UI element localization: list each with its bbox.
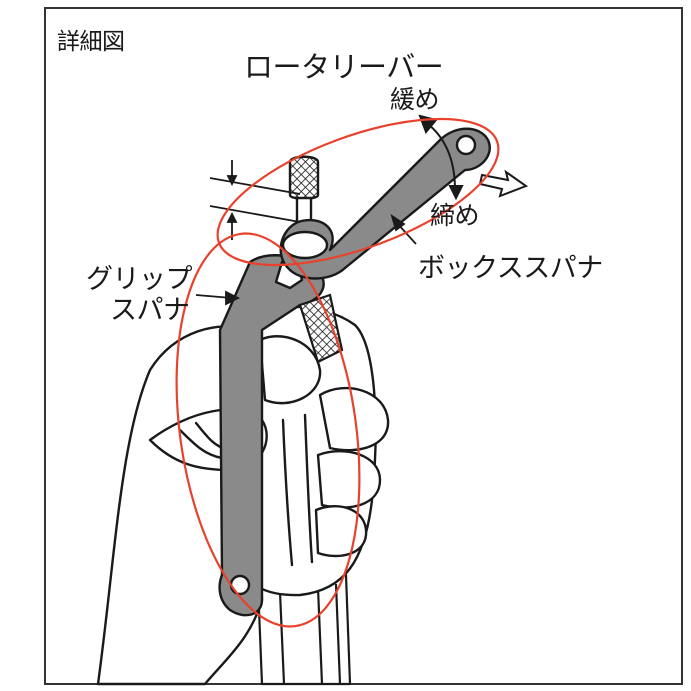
- label-grip-spanner-line1: グリップ: [86, 264, 193, 295]
- box-spanner: [279, 127, 491, 280]
- label-tighten: 締め: [430, 201, 480, 230]
- ellipse-left: [175, 232, 361, 628]
- label-box-spanner: ボックススパナ: [418, 253, 603, 284]
- leader-lines: [195, 213, 417, 306]
- rotation-arrows: [418, 114, 464, 201]
- tool-base: [256, 573, 352, 686]
- label-loosen: 緩め: [390, 85, 440, 114]
- label-rotary-bar: ロータリーバー: [244, 50, 444, 84]
- rotary-bar: [288, 155, 320, 228]
- frame-border: [44, 7, 683, 685]
- direction-arrow: [478, 169, 529, 198]
- dimension-marks: [209, 160, 301, 240]
- diagram-title: 詳細図: [57, 29, 125, 55]
- highlight-ellipses: [175, 117, 500, 628]
- label-grip-spanner-line2: スパナ: [110, 295, 190, 326]
